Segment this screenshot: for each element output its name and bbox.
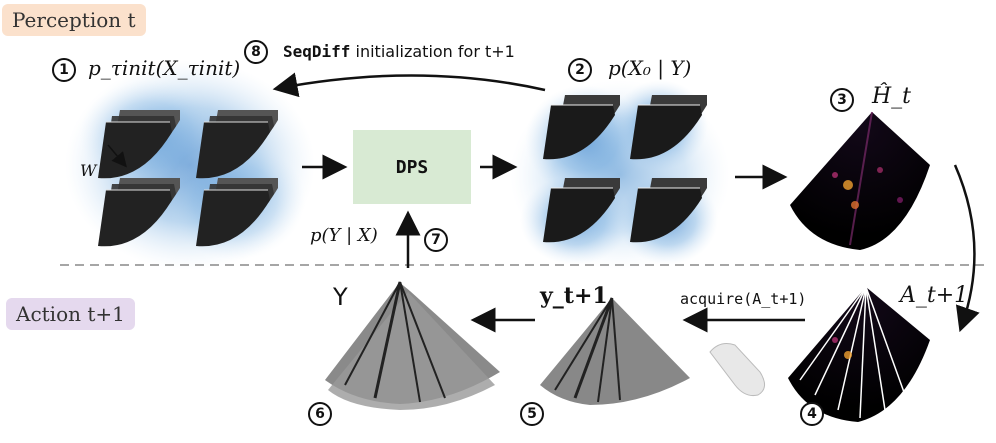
prior-label: p_τinit(X_τinit) xyxy=(88,56,241,80)
dps-box: DPS xyxy=(353,130,471,204)
step-badge-6: 6 xyxy=(308,402,332,426)
belief-label: Ĥ_t xyxy=(872,84,912,109)
w-label: W xyxy=(80,161,97,180)
step-badge-5: 5 xyxy=(520,402,544,426)
accumulated-observation-fans xyxy=(325,281,500,410)
seqdiff-code: SeqDiff xyxy=(283,42,351,61)
action-label: Action t+1 xyxy=(6,298,135,330)
step-badge-2: 2 xyxy=(568,58,592,82)
action-node-label: A_t+1 xyxy=(900,283,969,308)
action-heatmap-fan xyxy=(788,286,930,422)
step-badge-7: 7 xyxy=(424,228,448,252)
arrow-w xyxy=(107,144,127,168)
seqdiff-caption: SeqDiff initialization for t+1 xyxy=(283,42,515,61)
arrow-belief-to-action xyxy=(953,164,980,333)
ultrasound-probe-icon xyxy=(709,343,765,396)
accumulated-observation-label: Y xyxy=(333,283,348,311)
posterior-sample-fans xyxy=(543,95,707,243)
perception-label: Perception t xyxy=(2,4,146,36)
step-badge-8: 8 xyxy=(244,40,268,64)
posterior-label: p(X₀ | Y) xyxy=(608,56,692,80)
arrow-seqdiff-init xyxy=(272,72,546,98)
seqdiff-text: initialization for t+1 xyxy=(350,42,515,61)
step-badge-3: 3 xyxy=(830,88,854,112)
new-observation-fan xyxy=(540,297,690,405)
prior-sample-fans xyxy=(98,110,278,247)
likelihood-label: p(Y | X) xyxy=(310,225,378,246)
acquire-label: acquire(A_t+1) xyxy=(680,290,807,308)
new-observation-label: y_t+1 xyxy=(540,283,608,309)
step-badge-4: 4 xyxy=(800,402,824,426)
belief-heatmap-fan xyxy=(790,111,930,250)
step-badge-1: 1 xyxy=(52,58,76,82)
